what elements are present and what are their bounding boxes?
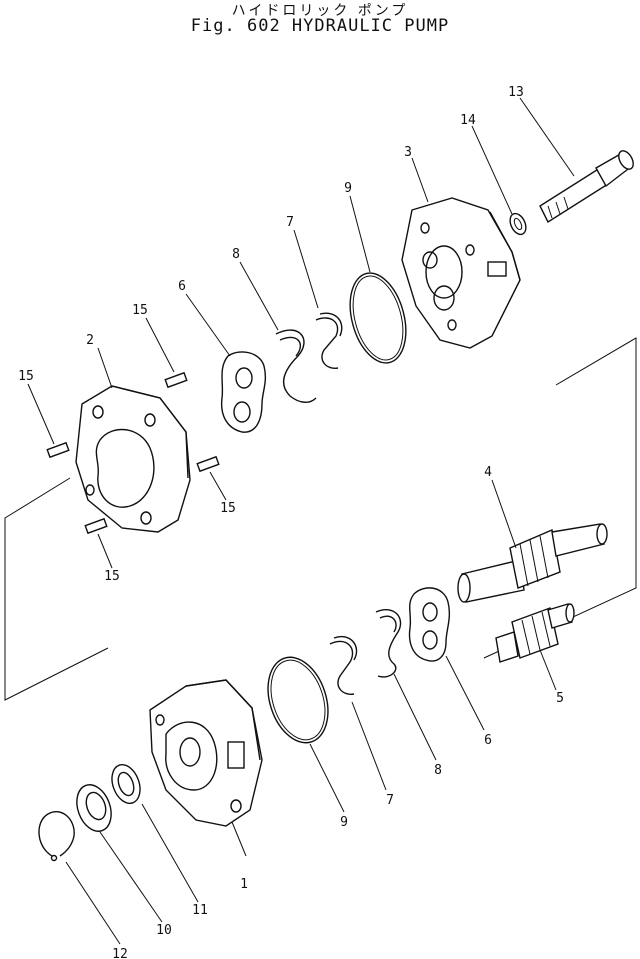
part-13-bolt [539,150,634,224]
part-12-snap-ring [38,811,75,862]
part-7-clip-lower [329,635,358,695]
diagram-title-japanese: ハイドロリック ポンプ [231,3,409,19]
part-10-oil-seal [76,784,112,832]
callout-7-upper: 7 [286,215,294,230]
callout-5: 5 [556,691,564,706]
callout-numbers: 1 2 3 4 5 6 6 7 7 8 8 9 9 10 11 12 13 14… [18,85,564,959]
part-7-clip-upper [315,312,343,369]
callout-11: 11 [192,903,208,918]
callout-6-upper: 6 [178,279,186,294]
callout-15-top: 15 [132,303,148,318]
callout-6-lower: 6 [484,733,492,748]
callout-2: 2 [86,333,94,348]
callout-4: 4 [484,465,492,480]
callout-3: 3 [404,145,412,160]
part-9-o-ring-lower-inner [270,659,326,741]
callout-9-upper: 9 [344,181,352,196]
callout-7-lower: 7 [386,793,394,808]
callout-8-lower: 8 [434,763,442,778]
part-4-drive-gear [457,523,608,603]
part-8-backup-ring-upper [275,329,317,403]
part-2-housing [75,385,191,533]
callout-1: 1 [240,877,248,892]
callout-15-left: 15 [18,369,34,384]
part-6-bushing-lower [408,587,451,662]
callout-15-right: 15 [220,501,236,516]
diagram-title: Fig. 602 HYDRAULIC PUMP [190,16,450,36]
callout-8-upper: 8 [232,247,240,262]
part-6-bushing-upper [220,351,267,433]
callout-13: 13 [508,85,524,100]
part-9-o-ring-upper [349,272,407,364]
part-9-o-ring-upper-inner [352,275,404,361]
part-14-washer [509,212,527,236]
part-9-o-ring-lower [267,656,329,744]
callout-15-bottom: 15 [104,569,120,584]
part-8-backup-ring-lower [375,609,402,678]
part-11-spacer [111,763,141,805]
callout-12: 12 [112,947,128,959]
leader-lines [27,97,575,945]
part-15-dowel-pins [46,371,220,535]
callout-14: 14 [460,113,476,128]
callout-10: 10 [156,923,172,938]
part-1-pump-body [149,679,263,827]
callout-9-lower: 9 [340,815,348,830]
part-5-driven-gear [495,603,575,663]
part-3-rear-cover [401,197,521,349]
